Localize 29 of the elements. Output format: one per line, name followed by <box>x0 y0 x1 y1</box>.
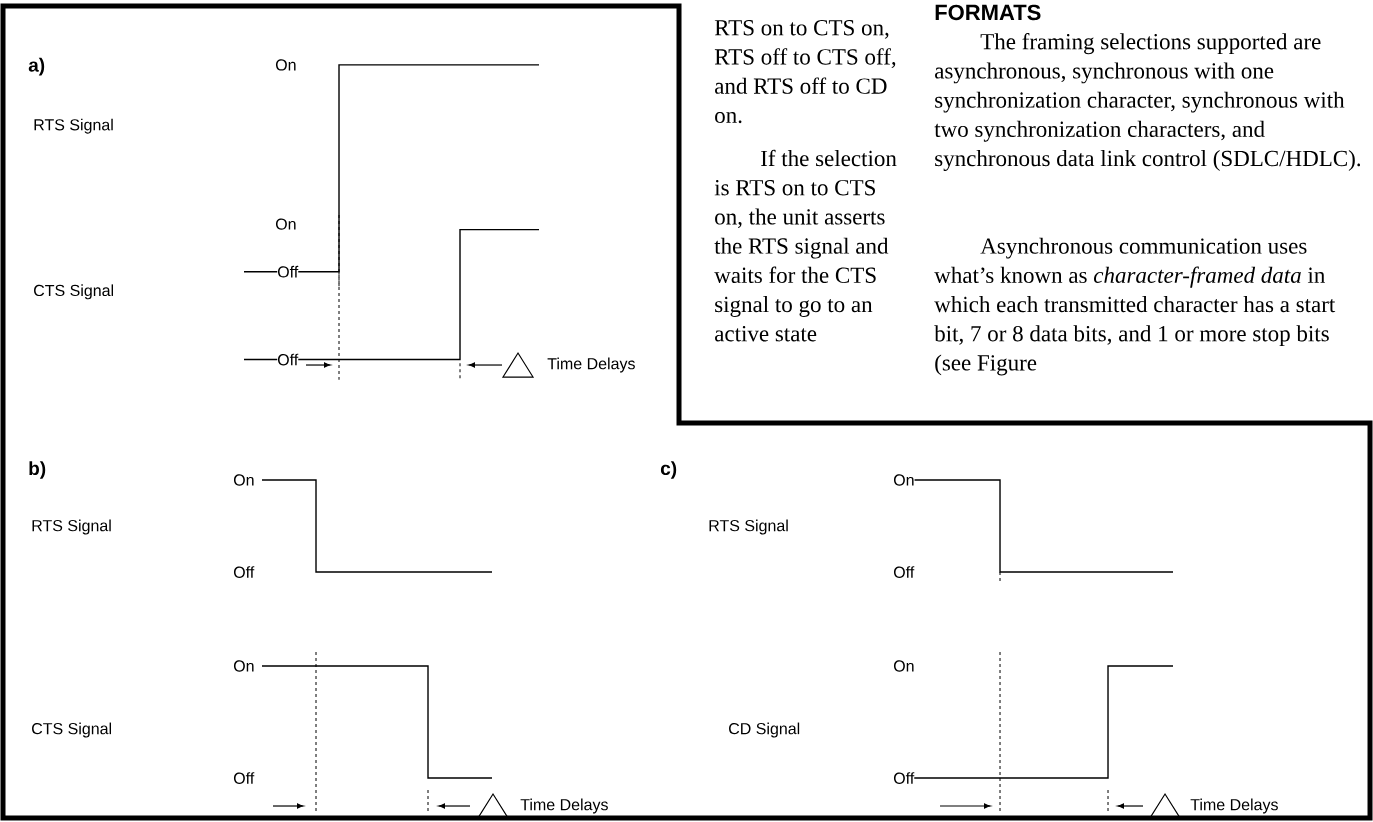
level-label: Off <box>893 566 915 578</box>
signal-label: CTS Signal <box>31 722 113 738</box>
panel-label: b) <box>28 461 47 479</box>
signal-label: CD Signal <box>728 722 801 738</box>
level-label: Off <box>233 772 255 784</box>
signal-label: Time Delays <box>520 798 609 814</box>
level-label: On <box>893 660 915 672</box>
article-paragraph: If the selection is RTS on to CTS on, the unit asserts the RTS signal and waits for the CTS signal to go to an active state <box>714 149 907 342</box>
level-label: On <box>893 474 915 486</box>
signal-label: CTS Signal <box>33 284 115 300</box>
article-paragraph: Asynchronous communication uses what’s known as character-framed data in which each transmitted character has a start bit, 7 or 8 data bits, and 1 or more stop bits (see Figure <box>934 237 1365 376</box>
level-label: On <box>233 474 255 486</box>
article-paragraph: RTS on to CTS on, RTS off to CTS off, and RTS off to CD on. <box>714 20 907 124</box>
level-label: Off <box>277 353 299 366</box>
signal-label: RTS Signal <box>33 118 114 134</box>
panel-label: c) <box>660 461 678 479</box>
signal-label: RTS Signal <box>31 519 112 535</box>
level-label: Off <box>277 265 299 278</box>
signal-label: RTS Signal <box>708 519 789 535</box>
level-label: Off <box>233 566 255 578</box>
signal-label: Time Delays <box>547 357 636 373</box>
level-label: Off <box>893 772 915 784</box>
article-paragraph: The framing selections supported are asynchronous, synchronous with one synchronization character, synchronous with two synchronization characters, and synchronous data link control (SDLC/HDLC). <box>934 33 1365 171</box>
level-label: On <box>275 218 297 230</box>
level-label: On <box>275 59 297 71</box>
level-label: On <box>233 660 255 672</box>
section-heading: FORMATS <box>934 4 1042 21</box>
signal-label: Time Delays <box>1190 798 1279 814</box>
panel-label: a) <box>28 57 46 76</box>
